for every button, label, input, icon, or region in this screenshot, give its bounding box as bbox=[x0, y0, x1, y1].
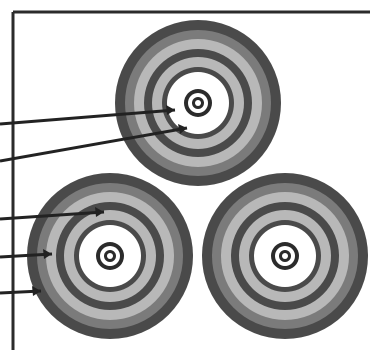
top-target bbox=[115, 20, 281, 186]
bottom-left-target bbox=[27, 173, 193, 339]
center-dot bbox=[282, 253, 288, 259]
center-dot bbox=[195, 100, 201, 106]
bottom-right-target bbox=[202, 173, 368, 339]
center-dot bbox=[107, 253, 113, 259]
